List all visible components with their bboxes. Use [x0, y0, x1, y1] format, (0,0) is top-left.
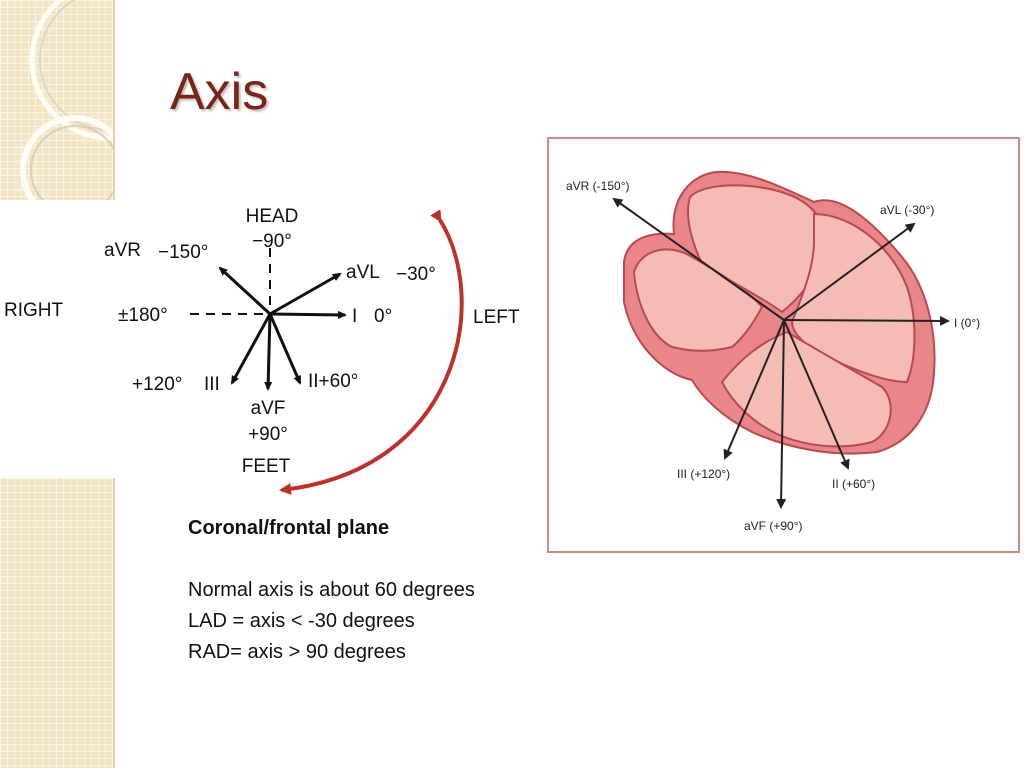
avf-angle-label: +90°	[248, 424, 288, 445]
avr-vector	[218, 266, 272, 316]
avf-vector	[264, 313, 273, 391]
avl-label: aVL	[346, 262, 380, 283]
lead-i-angle-label: 0°	[374, 306, 392, 327]
heart-avl-vector	[783, 222, 916, 321]
slide-title: Axis	[170, 63, 269, 121]
left-label: LEFT	[473, 307, 520, 328]
avr-angle-label: −150°	[158, 242, 208, 263]
heart-diagram-frame: aVR (-150°) aVL (-30°) I (0°) III (+120°…	[547, 137, 1020, 553]
heart-lead-i-label: I (0°)	[954, 316, 980, 330]
notes-heading: Coronal/frontal plane	[188, 517, 390, 539]
avf-label: aVF	[251, 398, 286, 419]
note-line-lad: LAD = axis < -30 degrees	[188, 610, 415, 632]
heart-avf-vector	[776, 319, 787, 509]
notes-block: Coronal/frontal plane Normal axis is abo…	[188, 513, 608, 668]
heart-avf-label: aVF (+90°)	[744, 519, 803, 533]
feet-label: FEET	[242, 456, 291, 477]
heart-avr-label: aVR (-150°)	[566, 179, 630, 193]
decorative-pattern-top	[0, 0, 191, 225]
left-atrium-shape	[790, 212, 916, 384]
decorative-rings-icon	[20, 0, 191, 225]
decorative-edge-top	[113, 0, 115, 200]
rotation-arc	[279, 209, 464, 495]
head-angle-label: −90°	[252, 231, 292, 252]
right-label: RIGHT	[4, 300, 64, 321]
avr-label: aVR	[104, 240, 141, 261]
note-line-rad: RAD= axis > 90 degrees	[188, 641, 406, 663]
decorative-pattern-bottom	[0, 478, 113, 768]
right-ventricle-shape	[632, 248, 764, 352]
lead-iii-angle-label: +120°	[132, 374, 182, 395]
heart-lead-iii-vector	[723, 319, 785, 460]
note-line-normal-axis: Normal axis is about 60 degrees	[188, 579, 475, 601]
lead-iii-vector	[230, 313, 272, 385]
lead-iii-label: III	[204, 374, 220, 395]
lead-ii-vector	[268, 313, 302, 385]
left-ventricle-shape	[720, 330, 892, 448]
lead-ii-label: II+60°	[308, 371, 358, 392]
heart-axis-diagram: aVR (-150°) aVL (-30°) I (0°) III (+120°…	[566, 170, 980, 533]
heart-lead-ii-label: II (+60°)	[832, 477, 875, 491]
heart-avr-vector	[612, 197, 785, 321]
head-label: HEAD	[246, 206, 299, 227]
heart-lead-iii-label: III (+120°)	[677, 467, 730, 481]
lead-i-vector	[269, 310, 347, 319]
avl-angle-label: −30°	[396, 264, 436, 285]
lead-i-label: I	[352, 306, 357, 327]
heart-avl-label: aVL (-30°)	[880, 203, 934, 217]
avl-vector	[269, 272, 342, 316]
heart-lead-i-vector	[783, 315, 950, 326]
heart-lead-ii-vector	[783, 319, 850, 470]
decorative-edge-bottom	[113, 478, 115, 768]
pm180-label: ±180°	[118, 305, 168, 326]
hexaxial-axis-diagram: HEAD −90° aVR −150° aVL −30° RIGHT ±180°…	[4, 206, 520, 495]
